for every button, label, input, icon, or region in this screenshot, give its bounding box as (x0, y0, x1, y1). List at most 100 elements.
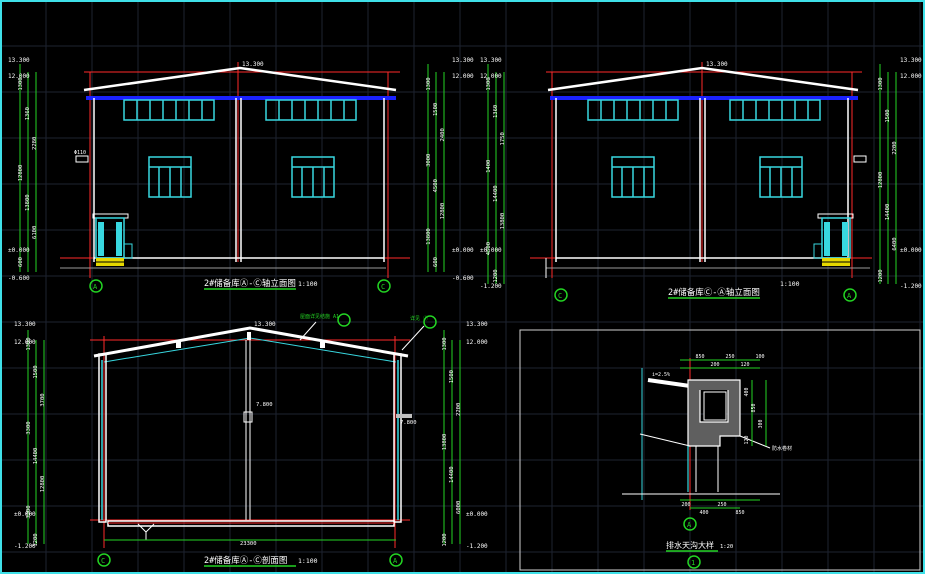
section-base-level-left: -1.200 (14, 543, 36, 550)
dimension-value: 1200 (442, 533, 448, 546)
rear-ridge-level-right: 13.300 (900, 57, 922, 64)
front-base-level-right: -0.600 (452, 275, 474, 282)
rear-base-level-right: -1.200 (900, 283, 922, 290)
dimension-value: 4500 (486, 242, 492, 255)
front-elevation-title: 2#储备库Ⓐ-Ⓒ轴立面图 (204, 278, 296, 289)
dimension-value: 850 (735, 510, 744, 516)
dimension-value: 1300 (442, 337, 448, 350)
rear-ground-level-right: ±0.000 (900, 247, 922, 254)
dimension-value: 6100 (32, 226, 38, 239)
dimension-lines (680, 359, 767, 509)
detail-bottom-dims: 200 400 250 850 (681, 502, 744, 516)
detail-note: 防水卷材 (772, 445, 792, 452)
dimension-value: 12800 (40, 476, 46, 493)
dimension-value: 1360 (25, 107, 31, 120)
dimension-value: 1300 (486, 77, 492, 90)
dimension-value: 1200 (33, 533, 39, 546)
section-scale: 1:100 (298, 557, 318, 565)
dimension-value: 1500 (449, 370, 455, 383)
dimension-value: 4500 (433, 179, 439, 192)
section-ridge-level-left: 13.300 (14, 321, 36, 328)
dimension-value: 120 (744, 435, 750, 444)
dimension-value: 3700 (40, 393, 46, 406)
dimension-value: 1360 (493, 105, 499, 118)
dimension-value: 1300 (878, 77, 884, 90)
rear-eave-level-left: 12.000 (480, 73, 502, 80)
detail-title: 排水天沟大样 (666, 540, 714, 550)
section-ground-level-left: ±0.000 (14, 511, 36, 518)
front-axis-right: C (381, 283, 385, 291)
title-underlines (204, 288, 760, 567)
dimension-value: 1300 (18, 77, 24, 90)
dimension-value: 200 (710, 362, 719, 368)
section-axis-right: A (393, 557, 398, 565)
dimension-value: 120 (740, 362, 749, 368)
dimension-value: 2200 (456, 403, 462, 416)
dimension-value: 1200 (493, 269, 499, 282)
section-note-right: 详见 ① (410, 315, 428, 322)
section-base-level-right: -1.200 (466, 543, 488, 550)
front-ground-level: ±0.000 (8, 247, 30, 254)
dimension-value: 1300 (26, 337, 32, 350)
dimension-value: 13800 (25, 194, 31, 211)
dimension-chains (19, 64, 897, 544)
dimension-value: 14400 (493, 185, 499, 202)
rear-base-level-left: -1.200 (480, 283, 502, 290)
dimension-value: 2200 (892, 141, 898, 154)
rear-eave-level-right: 12.000 (900, 73, 922, 80)
dimension-value: 12800 (18, 165, 24, 182)
dimension-value: 1400 (486, 160, 492, 173)
dimension-value: 12800 (440, 203, 446, 220)
rear-ridge-level-left: 13.300 (480, 57, 502, 64)
rear-ground-level-left: ±0.000 (480, 247, 502, 254)
dimension-value: 12800 (878, 172, 884, 189)
section-note-left: 屋面详见结施 A1 (300, 313, 339, 320)
detail-slope: i=2.5% (652, 372, 670, 378)
dimension-value: 1200 (878, 269, 884, 282)
front-downpipe-label: Φ110 (74, 150, 86, 156)
dimension-value: 850 (751, 403, 757, 412)
section-eave-level-right: 12.000 (466, 339, 488, 346)
dimension-value: 14400 (449, 466, 455, 483)
rear-elevation-scale: 1:100 (780, 280, 800, 288)
dimension-value: 6400 (892, 237, 898, 250)
dimension-value: 3000 (426, 154, 432, 167)
dimension-value: 300 (758, 419, 764, 428)
dimension-value: 13800 (442, 434, 448, 451)
dimension-value: 600 (18, 257, 24, 267)
dimension-value: 600 (433, 257, 439, 267)
detail-axis: A (687, 521, 692, 529)
dimension-value: 14400 (33, 448, 39, 465)
dimension-value: 200 (681, 502, 690, 508)
section-ridge-level-right: 13.300 (466, 321, 488, 328)
front-elevation (60, 62, 410, 278)
front-ridge-level-right: 13.300 (452, 57, 474, 64)
front-eave-level: 12.000 (8, 73, 30, 80)
dimension-value: 400 (699, 510, 708, 516)
front-ridge-level: 13.300 (242, 61, 264, 68)
dimension-value: 3300 (26, 421, 32, 434)
front-axis-left: A (93, 283, 98, 291)
rear-axis-right: A (847, 292, 852, 300)
detail-viewport-frame (519, 329, 921, 571)
front-elevation-scale: 1:100 (298, 280, 318, 288)
dimension-value: 14400 (885, 204, 891, 221)
dimension-value: 3300 (26, 505, 32, 518)
section-view (90, 321, 425, 548)
detail-scale: 1:20 (720, 544, 733, 550)
dimension-value: 250 (717, 502, 726, 508)
detail-number: 1 (691, 559, 695, 567)
dimension-value: 1300 (426, 77, 432, 90)
front-ridge-level-left: 13.300 (8, 57, 30, 64)
section-title: 2#储备库Ⓐ-Ⓒ剖面图 (204, 555, 287, 566)
axis-bubbles (89, 279, 857, 569)
